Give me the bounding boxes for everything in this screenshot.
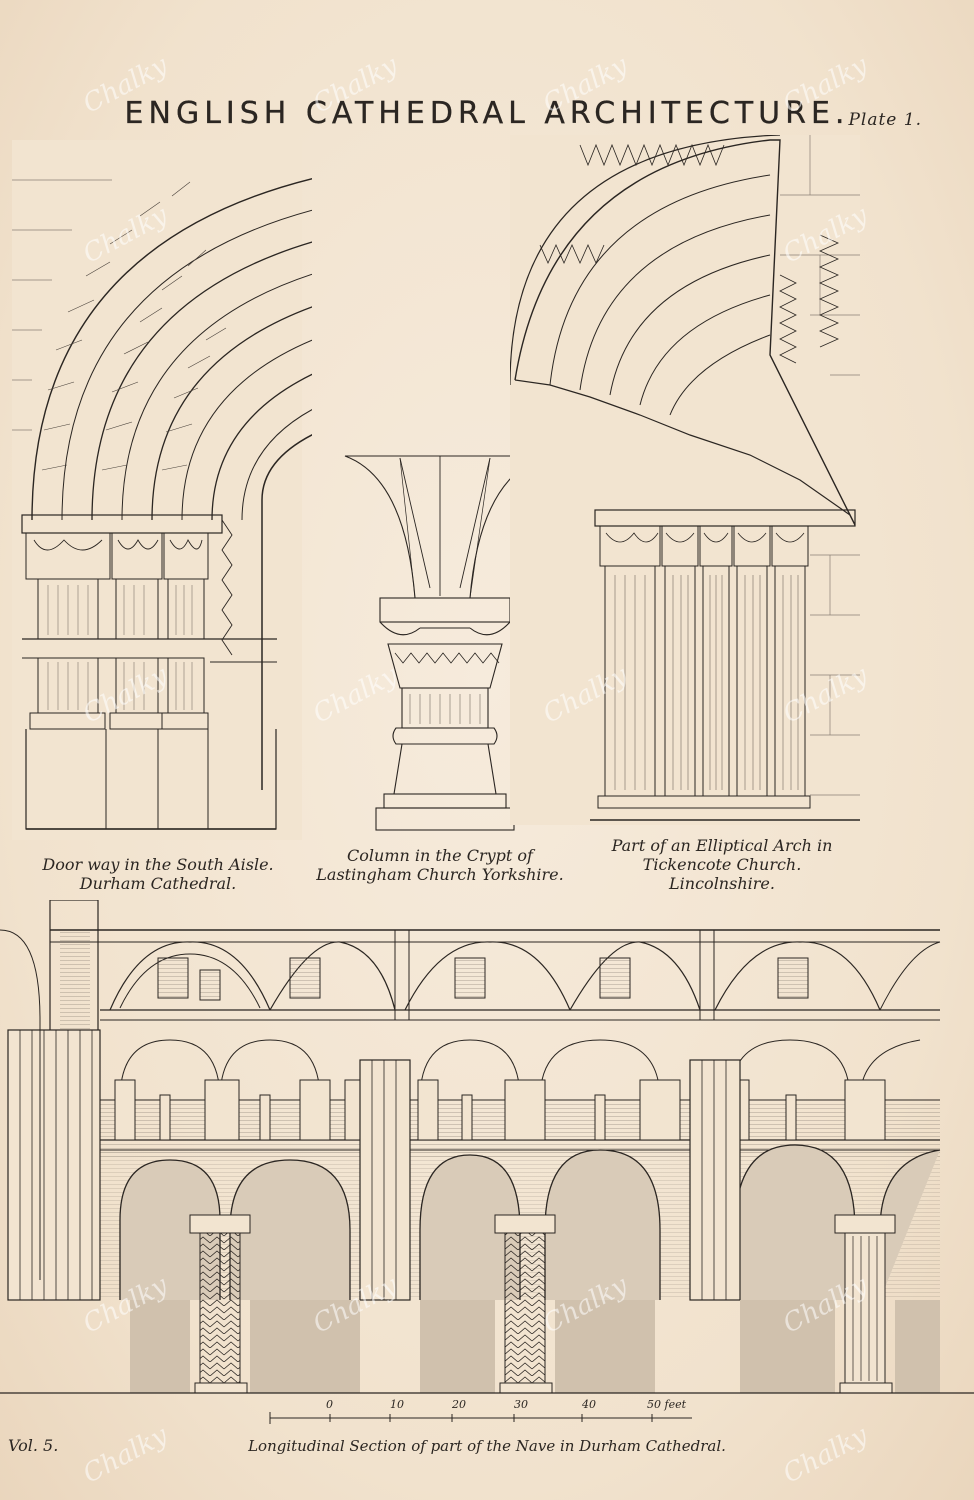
scale-tick-20: 20 — [451, 1398, 466, 1411]
scale-tick-0: 0 — [326, 1398, 333, 1411]
doorway-caption-line1: Door way in the South Aisle. — [42, 855, 274, 874]
scale-tick-50: 50 feet — [647, 1398, 687, 1411]
arch-caption-line1: Part of an Elliptical Arch in — [611, 836, 833, 855]
nave-caption: Longitudinal Section of part of the Nave… — [248, 1437, 726, 1455]
arch-caption: Part of an Elliptical Arch in Tickencote… — [572, 836, 872, 893]
arch-caption-line2: Tickencote Church. — [642, 855, 802, 874]
scale-tick-30: 30 — [514, 1398, 528, 1411]
scale-tick-40: 40 — [581, 1398, 596, 1411]
doorway-caption-line2: Durham Cathedral. — [79, 874, 237, 893]
doorway-caption: Door way in the South Aisle. Durham Cath… — [18, 855, 298, 893]
elliptical-arch-illustration — [510, 135, 860, 825]
doorway-illustration — [12, 140, 312, 840]
scale-tick-10: 10 — [390, 1398, 404, 1411]
nave-section-illustration — [0, 900, 974, 1394]
watermark: Chalky — [778, 1420, 873, 1490]
watermark: Chalky — [78, 1420, 173, 1490]
column-caption-line1: Column in the Crypt of — [347, 846, 533, 865]
plate-number: Plate 1. — [848, 110, 922, 130]
column-caption: Column in the Crypt of Lastingham Church… — [300, 846, 580, 884]
volume-label: Vol. 5. — [8, 1436, 59, 1455]
scale-bar: 0 10 20 30 40 50 feet — [269, 1398, 692, 1424]
plate-title: ENGLISH CATHEDRAL ARCHITECTURE. — [124, 96, 850, 131]
arch-caption-line3: Lincolnshire. — [669, 874, 775, 893]
column-caption-line2: Lastingham Church Yorkshire. — [316, 865, 564, 884]
